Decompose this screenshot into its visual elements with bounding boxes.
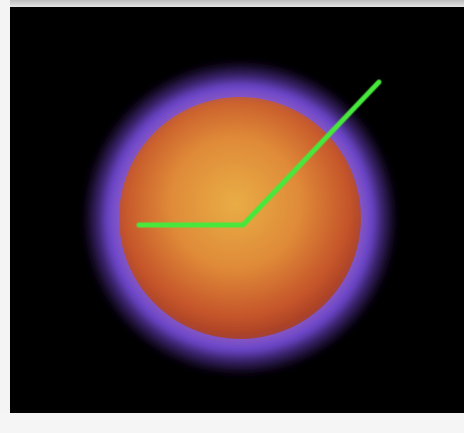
scene-canvas: [78, 56, 402, 380]
clock-hands-icon: [136, 79, 382, 228]
render-viewport: [10, 7, 464, 413]
sphere-rim: [114, 92, 366, 344]
window-left-margin: [0, 0, 10, 433]
sphere-icon: [119, 97, 361, 339]
window-bottom-border: [0, 413, 464, 433]
window-top-border: [0, 0, 464, 7]
